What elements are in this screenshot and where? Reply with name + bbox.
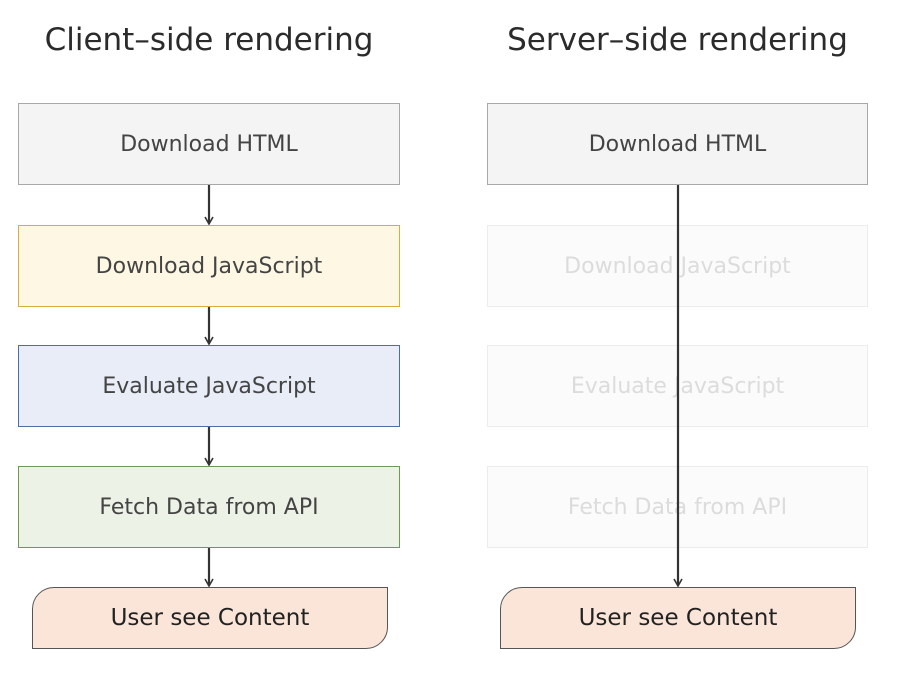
server-step-download-html: Download HTML (487, 103, 868, 185)
server-side-title: Server–side rendering (507, 22, 848, 58)
server-step-fetch-data-faded: Fetch Data from API (487, 466, 868, 548)
client-step-fetch-data: Fetch Data from API (18, 466, 400, 548)
client-step-evaluate-javascript: Evaluate JavaScript (18, 345, 400, 427)
client-step-download-html: Download HTML (18, 103, 400, 185)
client-side-title: Client–side rendering (44, 22, 374, 58)
server-step-download-javascript-faded: Download JavaScript (487, 225, 868, 307)
server-step-evaluate-javascript-faded: Evaluate JavaScript (487, 345, 868, 427)
server-final-user-content: User see Content (500, 587, 856, 649)
client-final-user-content: User see Content (32, 587, 388, 649)
client-step-download-javascript: Download JavaScript (18, 225, 400, 307)
